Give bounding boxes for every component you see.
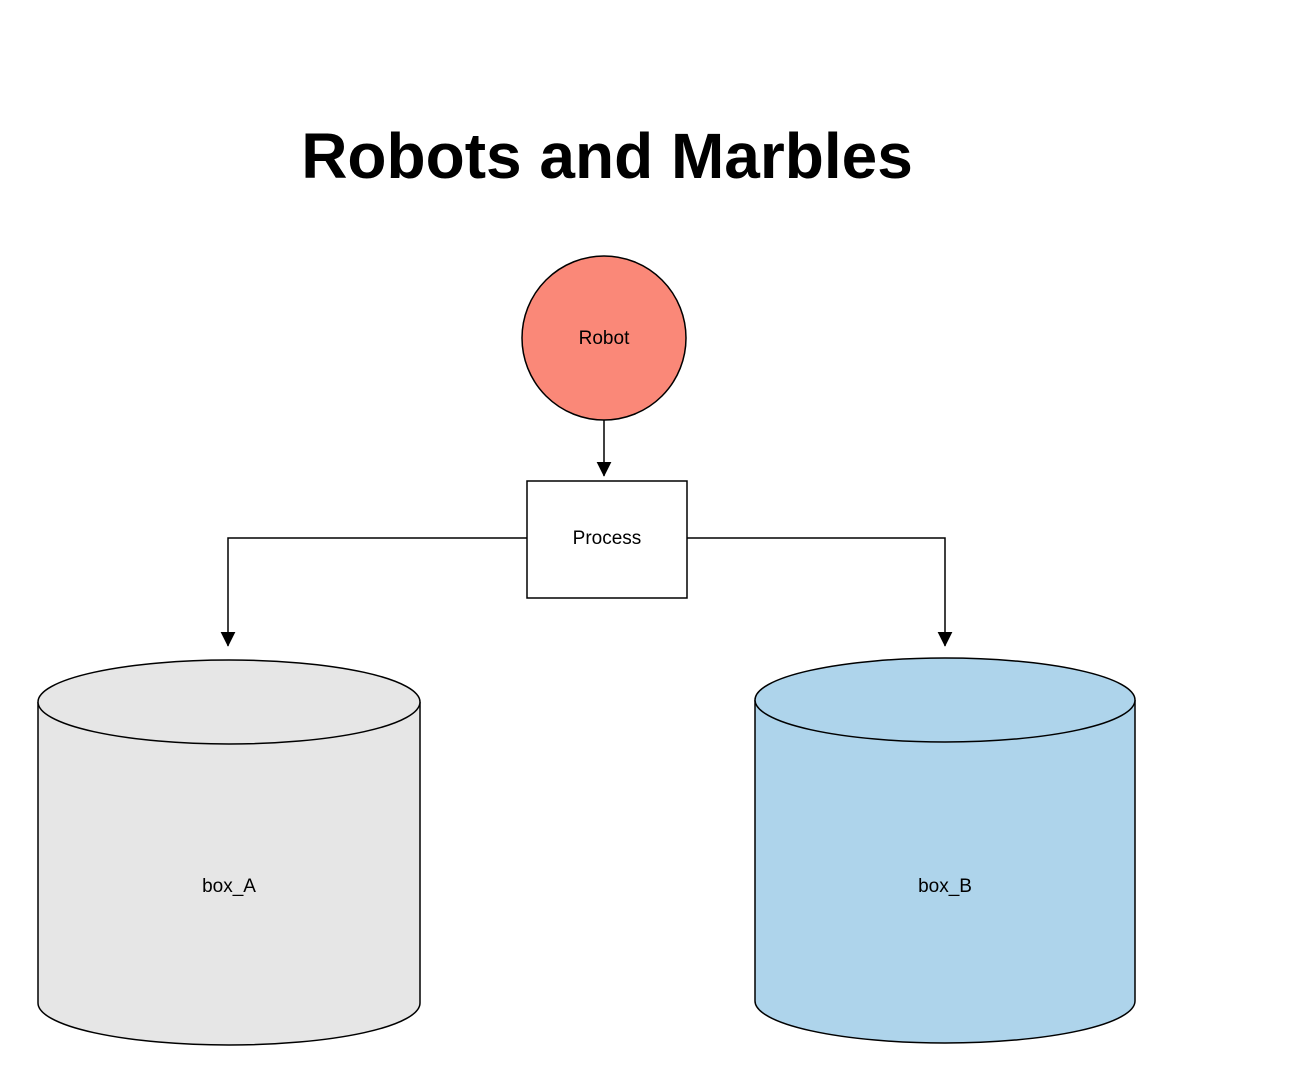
process-rect xyxy=(526,480,688,599)
box-b-cylinder-top xyxy=(754,657,1136,743)
edge-process-to-box-a xyxy=(220,537,527,647)
box-a-cylinder-body xyxy=(37,702,421,1046)
box-b-cylinder-body xyxy=(754,700,1136,1044)
box-a-cylinder-top xyxy=(37,659,421,745)
process-label: Process xyxy=(573,528,642,549)
process-node: Process xyxy=(526,480,688,599)
diagram-title: Robots and Marbles xyxy=(301,120,913,192)
robot-circle xyxy=(521,255,687,421)
edge-process-to-box-b xyxy=(687,537,953,647)
robot-node: Robot xyxy=(521,255,687,421)
box-a-label: box_A xyxy=(202,876,256,897)
box-b-node: box_B xyxy=(754,657,1136,1044)
robot-label: Robot xyxy=(579,328,630,349)
box-a-node: box_A xyxy=(37,659,421,1046)
box-b-label: box_B xyxy=(918,876,972,897)
